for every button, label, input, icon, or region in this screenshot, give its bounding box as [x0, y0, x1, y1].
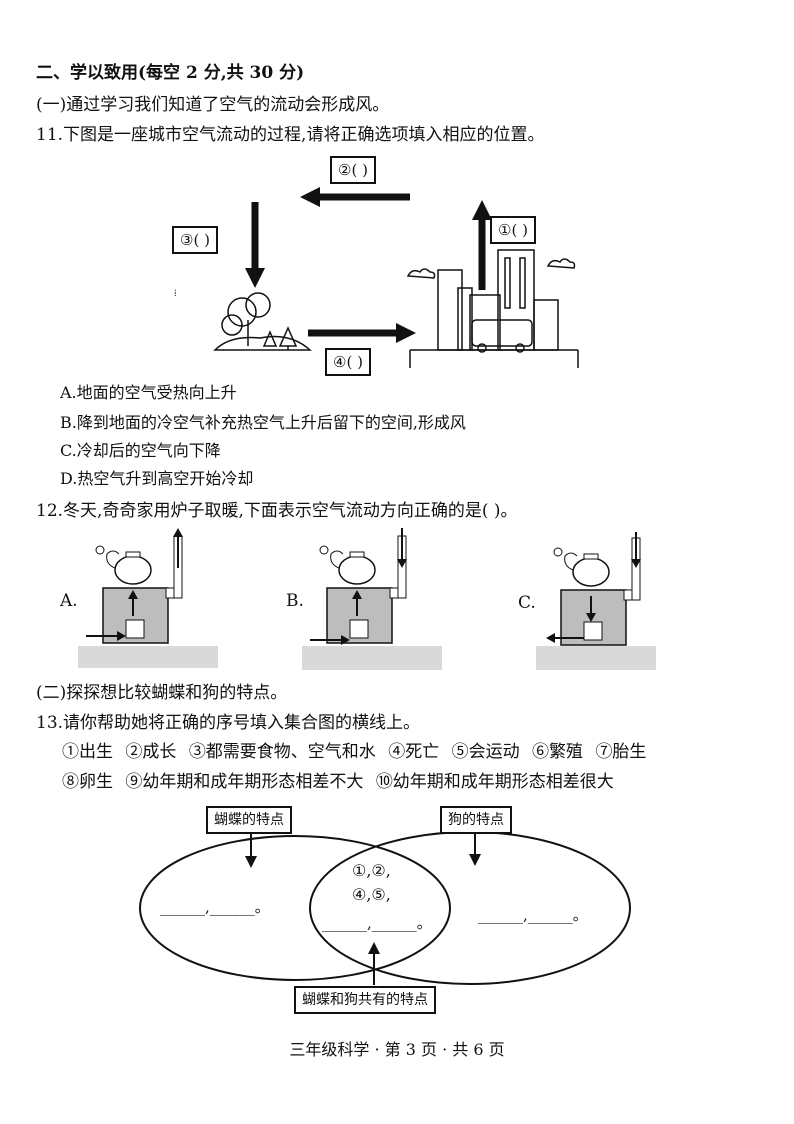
arrow-up-right — [472, 200, 492, 290]
butterfly-blank[interactable]: ______,______。 — [160, 898, 270, 916]
q13-item-5: ⑤会运动 — [451, 742, 520, 762]
center-known-1: ①,②, — [352, 861, 391, 880]
q13-items-row2: ⑧卵生 ⑨幼年期和成年期形态相差不大 ⑩幼年期和成年期形态相差很大 — [62, 770, 621, 794]
section-heading: 二、学以致用(每空 2 分,共 30 分) — [36, 63, 305, 83]
q13-item-4: ④死亡 — [388, 742, 440, 762]
city-illustration — [406, 249, 579, 368]
q13-item-2: ②成长 — [125, 742, 177, 762]
q13-item-8: ⑧卵生 — [62, 772, 113, 792]
dog-label: 狗的特点 — [440, 806, 512, 834]
q11-option-d: D.热空气升到高空开始冷却 — [60, 469, 254, 488]
q13-item-1: ①出生 — [62, 742, 113, 762]
q13-item-9: ⑨幼年期和成年期形态相差不大 — [125, 772, 364, 792]
stove-a-illustration — [78, 528, 218, 668]
common-label: 蝴蝶和狗共有的特点 — [294, 986, 436, 1014]
q12-label-c: C. — [518, 593, 536, 613]
blank-3-box[interactable]: ③( ) — [172, 226, 218, 254]
city-airflow-diagram: ⁞ — [174, 187, 579, 368]
common-blank[interactable]: ______,______。 — [322, 914, 432, 932]
arrow-right-bottom — [308, 323, 416, 343]
q11-stem: 11.下图是一座城市空气流动的过程,请将正确选项填入相应的位置。 — [36, 125, 545, 145]
blank-2-box[interactable]: ②( ) — [330, 156, 376, 184]
stove-c-illustration — [536, 532, 656, 670]
q13-item-10: ⑩幼年期和成年期形态相差很大 — [375, 772, 614, 792]
q11-option-a: A.地面的空气受热向上升 — [60, 383, 237, 402]
blank-1-box[interactable]: ①( ) — [490, 216, 536, 244]
stove-b-illustration — [302, 528, 442, 670]
q13-stem: 13.请你帮助她将正确的序号填入集合图的横线上。 — [36, 713, 421, 733]
butterfly-label: 蝴蝶的特点 — [206, 806, 292, 834]
small-mark: ⁞ — [174, 289, 177, 299]
arrow-down-left — [245, 202, 265, 288]
q11-option-b: B.降到地面的冷空气补充热空气上升后留下的空间,形成风 — [60, 413, 466, 432]
trees-illustration — [213, 292, 312, 351]
center-known-2: ④,⑤, — [352, 885, 391, 904]
dog-blank[interactable]: ______,______。 — [478, 906, 588, 924]
blank-4-box[interactable]: ④( ) — [325, 348, 371, 376]
q12-stem: 12.冬天,奇奇家用炉子取暖,下面表示空气流动方向正确的是( )。 — [36, 501, 518, 521]
q13-item-3: ③都需要食物、空气和水 — [188, 742, 376, 762]
page-footer: 三年级科学 · 第 3 页 · 共 6 页 — [289, 1040, 505, 1059]
q13-item-6: ⑥繁殖 — [532, 742, 584, 762]
arrow-left-top — [300, 187, 410, 207]
part1-intro: (一)通过学习我们知道了空气的流动会形成风。 — [36, 95, 390, 115]
q12-label-b: B. — [286, 591, 304, 611]
q13-item-7: ⑦胎生 — [595, 742, 647, 762]
q11-option-c: C.冷却后的空气向下降 — [60, 441, 221, 460]
q13-items-row1: ①出生 ②成长 ③都需要食物、空气和水 ④死亡 ⑤会运动 ⑥繁殖 ⑦胎生 — [62, 740, 653, 764]
part2-intro: (二)探探想比较蝴蝶和狗的特点。 — [36, 683, 288, 703]
q12-label-a: A. — [60, 591, 78, 611]
